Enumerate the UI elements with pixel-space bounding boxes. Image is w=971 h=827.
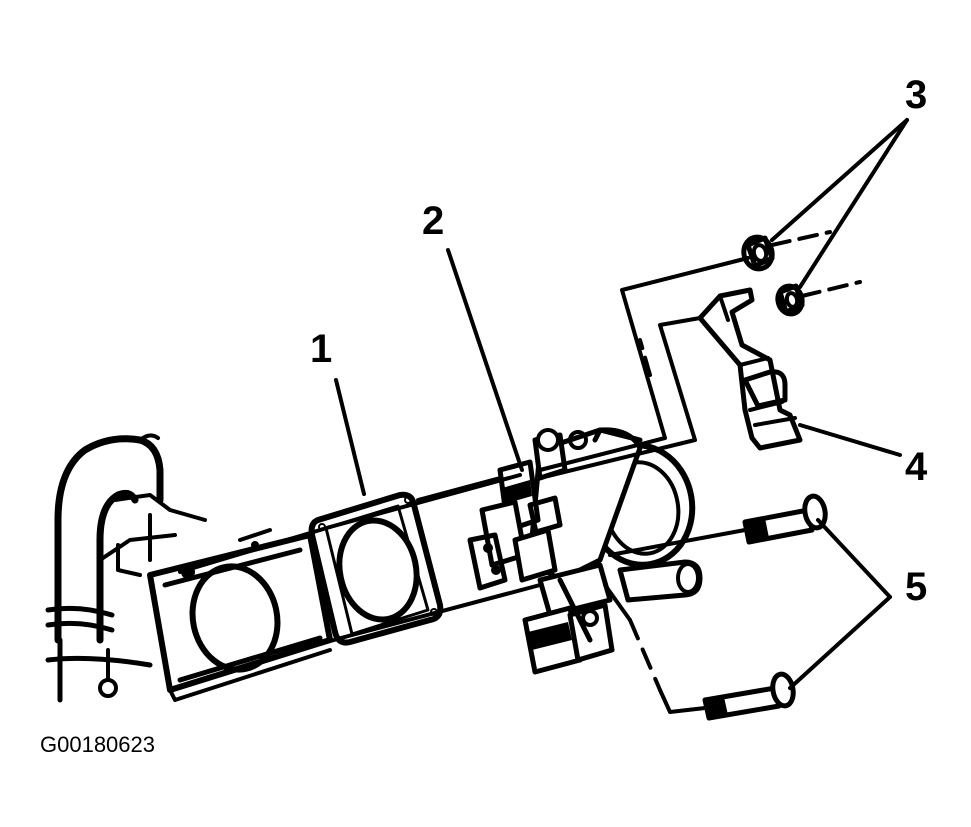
mounting-nuts	[741, 234, 805, 317]
callout-3: 3	[905, 73, 927, 117]
accelerator-cable-bracket	[697, 287, 803, 451]
assembly-lines	[178, 230, 862, 714]
intake-tube	[45, 433, 207, 703]
mounting-bolts	[702, 493, 828, 721]
callout-5: 5	[905, 565, 927, 609]
leader-lines	[334, 118, 909, 690]
throttle-body-gasket	[308, 491, 444, 646]
callout-2: 2	[422, 199, 444, 243]
callout-1: 1	[310, 327, 332, 371]
intake-plenum-flange	[147, 528, 333, 702]
callout-4: 4	[905, 445, 928, 489]
figure-id: G00180623	[40, 732, 155, 757]
